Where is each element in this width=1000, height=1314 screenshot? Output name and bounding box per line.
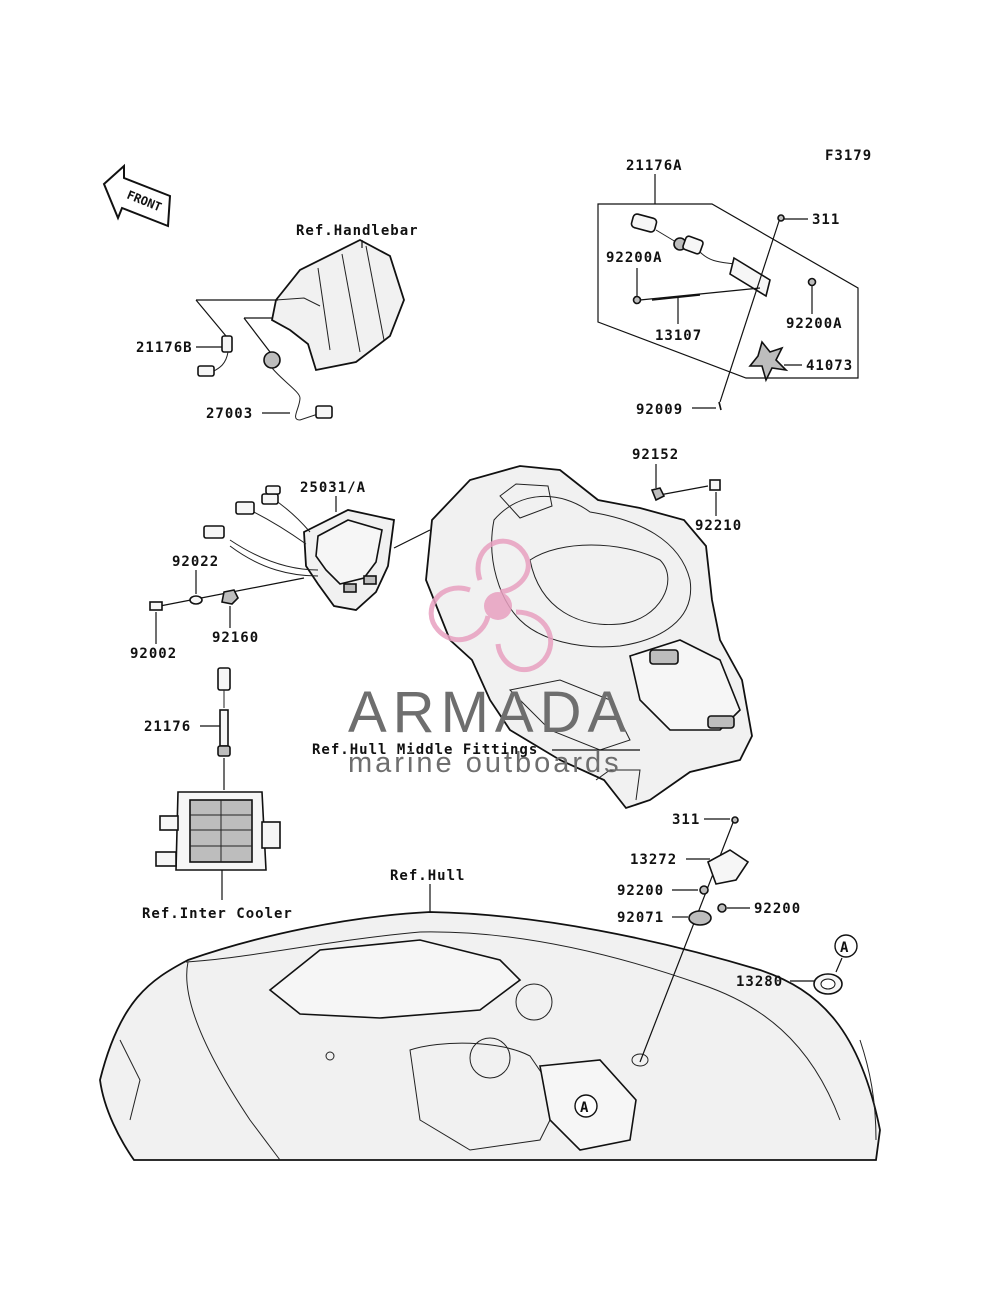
cover-13272	[707, 849, 750, 885]
ref-inter-cooler-label: Ref.Inter Cooler	[142, 906, 293, 922]
gasket-13280	[813, 973, 843, 995]
label-92022: 92022	[172, 554, 219, 570]
label-92002: 92002	[130, 646, 177, 662]
callout-a-bottom: A	[574, 1094, 598, 1118]
label-92200-right: 92200	[754, 901, 801, 917]
nut-92200A-left	[632, 295, 642, 305]
washer-92200-left	[699, 885, 709, 895]
label-92160: 92160	[212, 630, 259, 646]
callout-a-bottom-letter: A	[580, 1100, 589, 1116]
label-92200A-left: 92200A	[606, 250, 663, 266]
screw-311-bottom	[731, 816, 739, 824]
ref-hull-label: Ref.Hull	[390, 868, 465, 884]
label-92210: 92210	[695, 518, 742, 534]
sensor-body	[682, 235, 704, 255]
assembly-21176A	[597, 203, 859, 411]
nut-92152	[650, 487, 666, 502]
sensor-housing	[729, 256, 771, 298]
label-27003: 27003	[206, 406, 253, 422]
label-13107: 13107	[655, 328, 702, 344]
sensor-plug	[630, 213, 658, 233]
label-311-top: 311	[812, 212, 840, 228]
washer-92022	[189, 595, 203, 605]
hull-middle-fittings	[425, 465, 753, 810]
switch-27003	[263, 351, 333, 421]
screw-92002	[149, 601, 163, 611]
label-21176A: 21176A	[626, 158, 683, 174]
sensor-21176B	[197, 335, 233, 377]
label-92200A-right: 92200A	[786, 316, 843, 332]
label-21176B: 21176B	[136, 340, 193, 356]
hull	[99, 911, 881, 1161]
nut-92200A-right	[807, 277, 817, 287]
sensor-21176	[217, 667, 231, 757]
label-13280: 13280	[736, 974, 783, 990]
meter-25031A	[303, 509, 395, 611]
callout-a-top-letter: A	[840, 940, 849, 956]
screw-92009	[718, 401, 722, 411]
label-13272: 13272	[630, 852, 677, 868]
label-41073: 41073	[806, 358, 853, 374]
label-92071: 92071	[617, 910, 664, 926]
label-92152: 92152	[632, 447, 679, 463]
figure-code: F3179	[825, 148, 872, 164]
callout-a-top: A	[834, 934, 858, 958]
cap-92071	[688, 910, 712, 926]
watermark-logo-icon	[428, 538, 554, 673]
watermark-tagline: marine outboards	[348, 747, 622, 779]
ref-handlebar-label: Ref.Handlebar	[296, 223, 419, 239]
label-21176: 21176	[144, 719, 191, 735]
harness	[203, 485, 319, 577]
label-92200-left: 92200	[617, 883, 664, 899]
washer-92200-right	[717, 903, 727, 913]
front-arrow-icon: FRONT	[102, 163, 172, 228]
nut-92160	[221, 589, 239, 605]
label-25031A: 25031/A	[300, 480, 366, 496]
handlebar-cover	[270, 238, 405, 372]
screw-311-top	[777, 214, 785, 222]
clip-92210	[709, 479, 721, 491]
clip-41073	[748, 340, 789, 383]
label-92009: 92009	[636, 402, 683, 418]
inter-cooler	[155, 791, 281, 871]
label-311-bottom: 311	[672, 812, 700, 828]
pin-13107	[651, 294, 701, 301]
ref-hull-middle-label: Ref.Hull Middle Fittings	[312, 742, 538, 758]
watermark-brand: ARMADA	[348, 680, 632, 745]
